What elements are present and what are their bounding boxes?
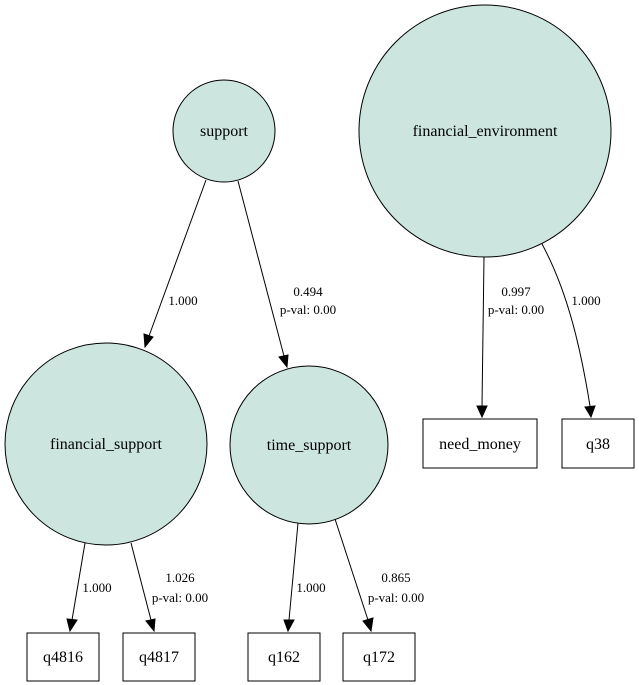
observed-node-q38: q38 bbox=[561, 418, 635, 469]
latent-node-time-support: time_support bbox=[229, 365, 389, 525]
edge-financial-environment-need-money bbox=[476, 256, 488, 419]
edge-label-financial-environment-need-money-estimate: 0.997 bbox=[501, 284, 531, 299]
edge-label-financial-environment-q38-estimate: 1.000 bbox=[571, 293, 600, 308]
observed-node-q4816: q4816 bbox=[26, 632, 100, 682]
observed-node-q172: q172 bbox=[342, 632, 416, 682]
observed-label-q38: q38 bbox=[586, 436, 610, 453]
edge-label-financial-support-q4817-pval: p-val: 0.00 bbox=[152, 590, 208, 605]
edge-label-financial-support-q4817-estimate: 1.026 bbox=[165, 570, 195, 585]
observed-label-q4816: q4816 bbox=[43, 649, 83, 666]
edge-financial-environment-q38 bbox=[541, 243, 596, 419]
latent-node-support: support bbox=[172, 79, 276, 183]
latent-label-financial-support: financial_support bbox=[50, 436, 163, 453]
edge-time-support-q172 bbox=[334, 518, 374, 633]
observed-node-need-money: need_money bbox=[422, 418, 538, 469]
edge-support-financial-support bbox=[143, 179, 207, 349]
observed-label-q4817: q4817 bbox=[139, 649, 179, 666]
edge-financial-support-q4817 bbox=[130, 542, 156, 633]
latent-label-financial-environment: financial_environment bbox=[413, 123, 558, 140]
observed-label-q172: q172 bbox=[363, 649, 395, 666]
latent-node-financial-support: financial_support bbox=[4, 342, 208, 546]
observed-node-q4817: q4817 bbox=[122, 632, 196, 682]
observed-node-q162: q162 bbox=[247, 632, 321, 682]
edge-label-financial-environment-need-money-pval: p-val: 0.00 bbox=[488, 302, 544, 317]
edge-time-support-q162 bbox=[283, 522, 299, 633]
edge-label-support-time-support-pval: p-val: 0.00 bbox=[280, 302, 336, 317]
latent-label-support: support bbox=[200, 123, 249, 140]
edge-support-time-support bbox=[237, 180, 289, 369]
latent-label-time-support: time_support bbox=[267, 437, 352, 454]
latent-node-financial-environment: financial_environment bbox=[358, 4, 612, 258]
edge-label-support-financial-support-estimate: 1.000 bbox=[168, 293, 197, 308]
edge-label-time-support-q172-estimate: 0.865 bbox=[381, 570, 410, 585]
edge-label-time-support-q172-pval: p-val: 0.00 bbox=[368, 590, 424, 605]
edge-label-financial-support-q4816-estimate: 1.000 bbox=[82, 580, 111, 595]
observed-label-q162: q162 bbox=[268, 649, 300, 666]
edge-financial-support-q4816 bbox=[66, 542, 86, 633]
observed-label-need-money: need_money bbox=[439, 436, 521, 453]
edge-label-support-time-support-estimate: 0.494 bbox=[293, 284, 323, 299]
edge-label-time-support-q162-estimate: 1.000 bbox=[296, 580, 325, 595]
